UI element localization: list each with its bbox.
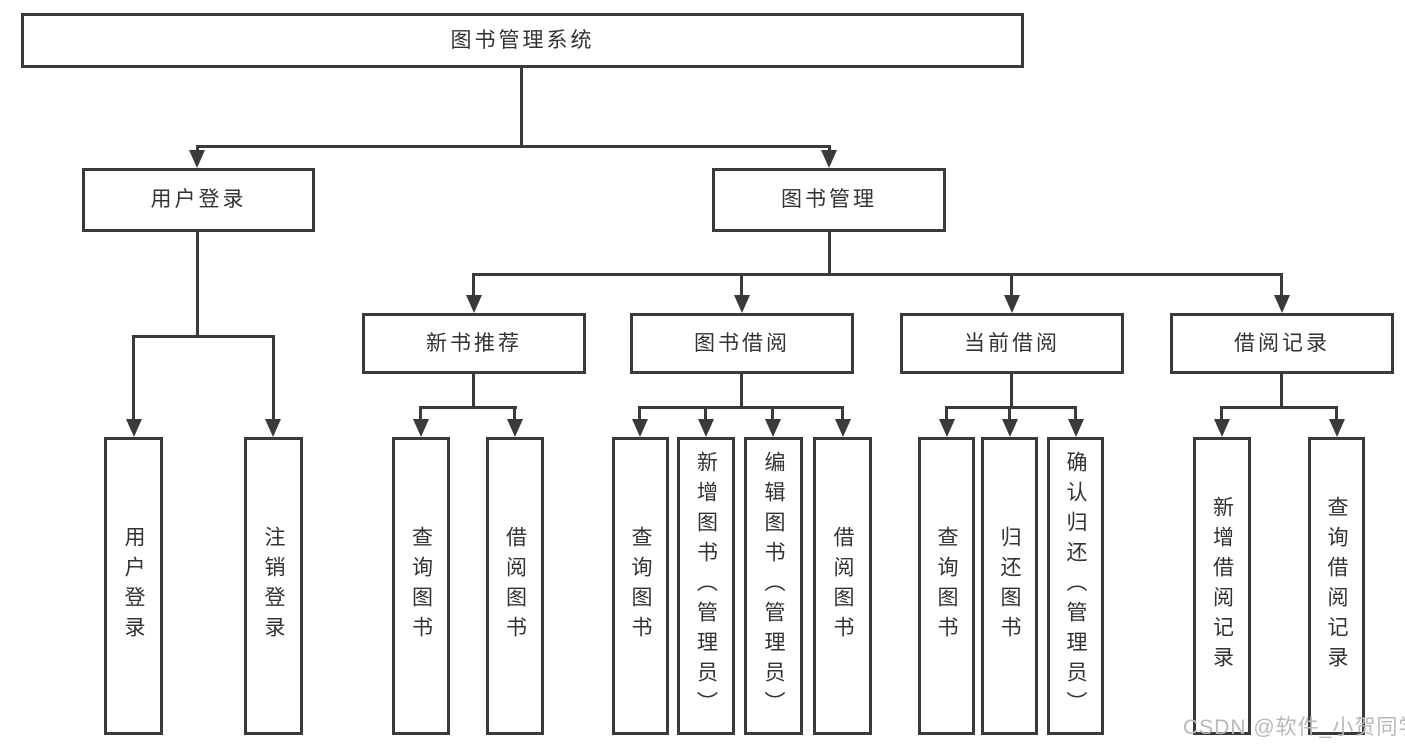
connector-line (1010, 273, 1013, 299)
connector-line (828, 230, 831, 276)
connector-line (740, 273, 743, 299)
arrowhead-down (1329, 419, 1345, 437)
node-label: 归还图书 (998, 526, 1022, 646)
connector-line (1220, 406, 1338, 409)
arrowhead-down (765, 419, 781, 437)
node-label: 当前借阅 (964, 331, 1060, 355)
node-book-management: 图书管理 (712, 168, 946, 232)
arrowhead-down (835, 419, 851, 437)
leaf-borrow-books: 借阅图书 (486, 437, 544, 735)
node-label: 用户登录 (122, 526, 146, 646)
node-label: 新书推荐 (426, 331, 522, 355)
connector-line (132, 335, 135, 423)
connector-line (945, 406, 1077, 409)
arrowhead-down (821, 150, 837, 168)
leaf-query-books: 查询图书 (392, 437, 450, 735)
arrowhead-down (1274, 295, 1290, 313)
node-borrowing-records: 借阅记录 (1170, 313, 1394, 374)
arrowhead-down (466, 295, 482, 313)
connector-line (1074, 406, 1077, 423)
csdn-watermark: CSDN @软件_小贺同学 (1183, 716, 1405, 739)
leaf-user-login: 用户登录 (104, 437, 163, 735)
node-book-borrowing: 图书借阅 (630, 313, 854, 374)
connector-line (472, 372, 475, 408)
connector-line (472, 273, 1283, 276)
node-label: 新增借阅记录 (1210, 496, 1234, 676)
node-label: 用户登录 (150, 188, 247, 212)
node-label: 图书管理 (781, 188, 877, 212)
connector-line (1008, 406, 1011, 423)
node-label: 借阅记录 (1234, 331, 1330, 355)
arrowhead-down (507, 419, 523, 437)
connector-line (513, 406, 516, 423)
leaf-query-books: 查询图书 (612, 437, 669, 735)
connector-line (945, 406, 948, 423)
connector-line (1280, 273, 1283, 299)
node-label: 查询借阅记录 (1325, 496, 1349, 676)
connector-line (841, 406, 844, 423)
connector-line (1280, 372, 1283, 408)
connector-line (420, 406, 517, 409)
connector-line (272, 335, 275, 423)
arrowhead-down (939, 419, 955, 437)
connector-line (520, 66, 523, 148)
arrowhead-down (1004, 295, 1020, 313)
arrowhead-down (265, 419, 281, 437)
connector-line (419, 406, 422, 423)
arrowhead-down (1068, 419, 1084, 437)
leaf-query-borrow-record: 查询借阅记录 (1308, 437, 1365, 735)
node-label: 注销登录 (262, 526, 286, 646)
node-label: 图书借阅 (694, 331, 790, 355)
leaf-edit-books-admin: 编辑图书（管理员） (744, 437, 803, 735)
node-label: 新增图书（管理员） (694, 451, 718, 721)
arrowhead-down (632, 419, 648, 437)
node-label: 查询图书 (629, 526, 653, 646)
leaf-logout: 注销登录 (244, 437, 303, 735)
node-label: 借阅图书 (831, 526, 855, 646)
connector-line (638, 406, 844, 409)
arrowhead-down (189, 150, 205, 168)
node-label: 借阅图书 (503, 526, 527, 646)
leaf-add-borrow-record: 新增借阅记录 (1193, 437, 1251, 735)
node-label: 查询图书 (409, 526, 433, 646)
node-label: 确认归还（管理员） (1064, 451, 1088, 721)
node-label: 图书管理系统 (450, 28, 595, 52)
node-current-borrowing: 当前借阅 (900, 313, 1124, 374)
node-library-management-system: 图书管理系统 (21, 13, 1024, 68)
leaf-query-books: 查询图书 (918, 437, 975, 735)
node-label: 查询图书 (935, 526, 959, 646)
connector-line (771, 406, 774, 423)
connector-line (740, 372, 743, 408)
connector-line (1220, 406, 1223, 423)
node-user-login: 用户登录 (82, 168, 315, 232)
arrowhead-down (1214, 419, 1230, 437)
arrowhead-down (413, 419, 429, 437)
arrowhead-down (734, 295, 750, 313)
arrowhead-down (698, 419, 714, 437)
connector-line (638, 406, 641, 423)
node-label: 编辑图书（管理员） (762, 451, 786, 721)
leaf-confirm-return-admin: 确认归还（管理员） (1047, 437, 1104, 735)
node-new-book-recommendation: 新书推荐 (362, 313, 586, 374)
arrowhead-down (1002, 419, 1018, 437)
connector-line (472, 273, 475, 299)
connector-line (196, 230, 199, 338)
connector-line (1335, 406, 1338, 423)
arrowhead-down (126, 419, 142, 437)
leaf-return-books: 归还图书 (981, 437, 1038, 735)
connector-line (704, 406, 707, 423)
leaf-borrow-books: 借阅图书 (813, 437, 872, 735)
connector-line (132, 335, 275, 338)
connector-line (196, 145, 831, 148)
connector-line (1010, 372, 1013, 408)
leaf-add-books-admin: 新增图书（管理员） (677, 437, 735, 735)
